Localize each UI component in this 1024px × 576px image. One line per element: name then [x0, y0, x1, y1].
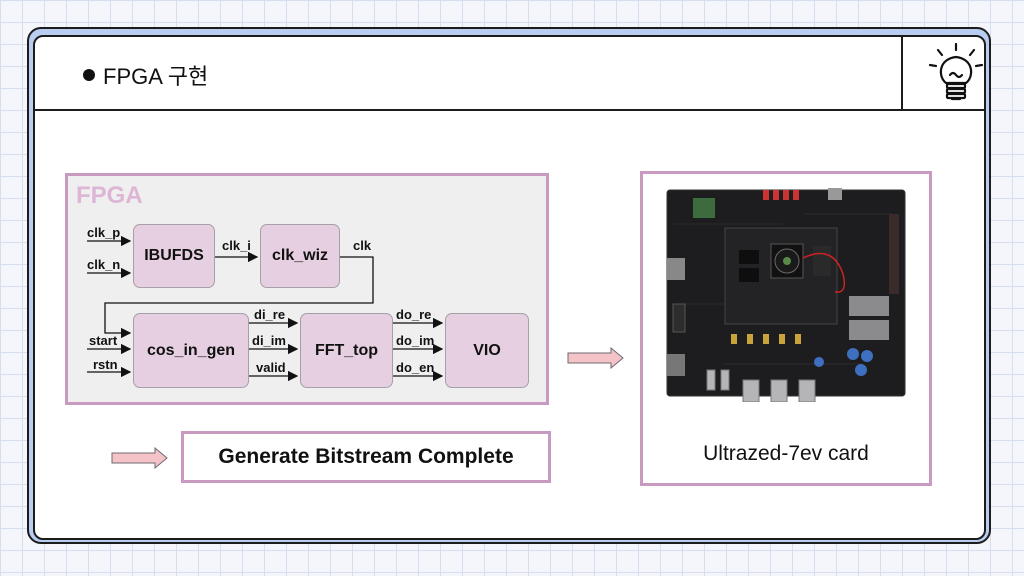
signal-di-im: di_im: [252, 333, 286, 348]
ultrazed-board-image: [666, 188, 906, 402]
block-clk-wiz: clk_wiz: [260, 224, 340, 288]
block-ibufds: IBUFDS: [133, 224, 215, 288]
bullet-icon: [83, 69, 95, 81]
fpga-block-diagram: IBUFDS clk_wiz cos_in_gen FFT_top VIO cl…: [65, 173, 549, 405]
signal-do-re: do_re: [396, 307, 432, 322]
signal-di-re: di_re: [254, 307, 286, 322]
signal-clk-p: clk_p: [87, 225, 121, 240]
signal-clk-n: clk_n: [87, 257, 121, 272]
block-fft-top: FFT_top: [300, 313, 393, 388]
signal-clk-i: clk_i: [222, 238, 251, 253]
slide-title: FPGA 구현: [83, 59, 208, 91]
board-card: Ultrazed-7ev card: [640, 171, 932, 486]
header-divider: [901, 37, 903, 111]
bitstream-status-box: Generate Bitstream Complete: [181, 431, 551, 483]
slide-title-text: FPGA 구현: [103, 64, 209, 89]
bitstream-status-text: Generate Bitstream Complete: [218, 445, 514, 468]
arrow-right-icon: [567, 347, 624, 369]
signal-do-en: do_en: [396, 360, 435, 375]
arrow-right-icon: [111, 447, 168, 469]
diagram-wires: [87, 235, 444, 382]
fpga-container-label: FPGA: [76, 182, 143, 209]
header-separator: [35, 109, 984, 111]
board-caption: Ultrazed-7ev card: [703, 442, 869, 465]
slide-card: FPGA 구현 FPGA: [33, 35, 986, 540]
block-vio: VIO: [445, 313, 529, 388]
signal-do-im: do_im: [396, 333, 435, 348]
signal-clk: clk: [353, 238, 372, 253]
block-cos-in-gen: cos_in_gen: [133, 313, 249, 388]
signal-start: start: [89, 333, 118, 348]
signal-valid: valid: [256, 360, 286, 375]
signal-rstn: rstn: [93, 357, 118, 372]
lightbulb-icon: [928, 42, 984, 101]
